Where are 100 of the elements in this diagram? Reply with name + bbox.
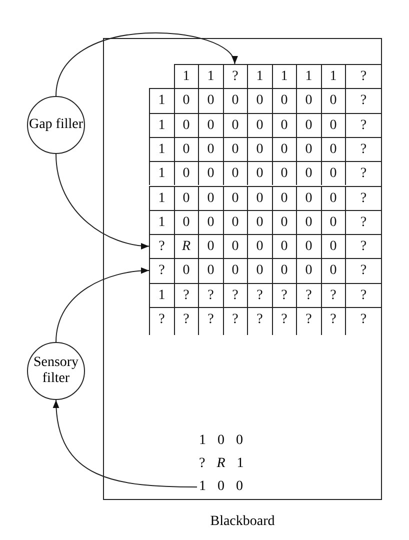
grid-cell: ? <box>272 307 296 336</box>
grid-cell: 0 <box>174 210 198 234</box>
grid-cell: 0 <box>222 136 247 162</box>
grid-cell: 0 <box>272 136 296 162</box>
grid-cell: 0 <box>222 234 247 258</box>
arrow <box>56 268 150 342</box>
arrow <box>56 154 150 249</box>
grid-cell: ? <box>345 64 381 88</box>
grid-cell: 0 <box>296 161 320 186</box>
panel-caption: Blackboard <box>209 514 276 530</box>
matrix-row-text: 1 0 0 <box>199 432 244 450</box>
grid-cell: ? <box>320 282 345 307</box>
matrix-row-text: 1 0 0 <box>199 478 244 496</box>
grid-cell: 0 <box>296 136 320 162</box>
grid-cell: ? <box>149 234 174 258</box>
grid-cell: 0 <box>272 258 296 283</box>
grid-cell: 0 <box>174 258 198 283</box>
grid-cell: 0 <box>198 161 222 186</box>
process-circle: Sensory filter <box>27 342 85 400</box>
grid-cell: ? <box>247 282 272 307</box>
grid-cell: ? <box>320 307 345 336</box>
grid-cell: ? <box>345 161 381 186</box>
grid-cell: ? <box>345 136 381 162</box>
grid-cell: ? <box>345 258 381 283</box>
grid-cell: 1 <box>198 64 222 88</box>
grid-cell: 0 <box>272 186 296 210</box>
grid-cell: 0 <box>247 136 272 162</box>
grid-cell: 0 <box>296 258 320 283</box>
grid-cell: 1 <box>272 64 296 88</box>
grid-cell: 0 <box>272 161 296 186</box>
grid-cell: ? <box>345 186 381 210</box>
grid-cell: 0 <box>247 234 272 258</box>
grid-cell: 0 <box>247 258 272 283</box>
grid-cell: ? <box>222 282 247 307</box>
grid-cell: 0 <box>296 186 320 210</box>
grid-cell: 1 <box>149 186 174 210</box>
grid-cell: 0 <box>320 186 345 210</box>
grid-cell: ? <box>222 64 247 88</box>
grid-cell: ? <box>198 307 222 336</box>
grid-cell: 0 <box>174 88 198 113</box>
grid-cell: ? <box>345 234 381 258</box>
grid-cell: 0 <box>247 112 272 137</box>
grid-cell: 0 <box>320 234 345 258</box>
grid-cell: ? <box>174 307 198 336</box>
grid-cell: 0 <box>296 112 320 137</box>
grid-cell: 0 <box>296 234 320 258</box>
grid-cell: 0 <box>320 136 345 162</box>
grid-cell: 0 <box>320 112 345 137</box>
grid-cell: 0 <box>222 161 247 186</box>
grid-cell: 0 <box>174 136 198 162</box>
grid-cell: 0 <box>272 210 296 234</box>
grid-cell: 0 <box>198 234 222 258</box>
grid-cell: ? <box>345 112 381 137</box>
grid-cell: 1 <box>174 64 198 88</box>
matrix-row-text: ? R 1 <box>199 455 244 473</box>
grid-cell: 0 <box>222 88 247 113</box>
grid-cell: ? <box>198 282 222 307</box>
grid-cell: 0 <box>222 186 247 210</box>
grid-cell: 0 <box>174 161 198 186</box>
blackboard-panel <box>103 38 382 500</box>
grid-cell: 0 <box>174 112 198 137</box>
arrow <box>53 400 198 488</box>
grid-cell: ? <box>272 282 296 307</box>
grid-cell: 0 <box>272 88 296 113</box>
grid-cell: ? <box>345 88 381 113</box>
grid-cell: ? <box>247 307 272 336</box>
grid-cell: 0 <box>320 88 345 113</box>
grid-cell: ? <box>222 307 247 336</box>
grid-cell: ? <box>345 307 381 336</box>
grid-cell: 0 <box>272 112 296 137</box>
grid-cell: 0 <box>198 136 222 162</box>
grid-cell: 0 <box>222 258 247 283</box>
grid-cell: 0 <box>320 210 345 234</box>
grid-cell: 0 <box>198 258 222 283</box>
grid-cell: 0 <box>198 112 222 137</box>
grid-cell: 1 <box>149 210 174 234</box>
grid-cell: ? <box>149 258 174 283</box>
grid-cell: 0 <box>198 210 222 234</box>
grid-cell: ? <box>345 210 381 234</box>
grid-cell: 0 <box>247 186 272 210</box>
grid-cell: 0 <box>198 186 222 210</box>
grid-cell: 1 <box>149 136 174 162</box>
grid-cell: 1 <box>149 88 174 113</box>
grid-cell: ? <box>296 307 320 336</box>
grid-cell: ? <box>174 282 198 307</box>
grid-cell: 0 <box>272 234 296 258</box>
grid-cell: 1 <box>247 64 272 88</box>
grid-cell: 1 <box>320 64 345 88</box>
grid-cell: 0 <box>296 210 320 234</box>
process-circle: Gap filler <box>27 96 85 154</box>
grid-cell: ? <box>345 282 381 307</box>
grid-cell: R <box>174 234 198 258</box>
grid-cell: 0 <box>247 88 272 113</box>
grid-cell: 1 <box>149 282 174 307</box>
grid-cell: 1 <box>296 64 320 88</box>
grid-cell: 0 <box>296 88 320 113</box>
grid-cell: 0 <box>247 210 272 234</box>
grid-cell: 0 <box>320 161 345 186</box>
grid-cell: ? <box>149 307 174 336</box>
grid-cell: 0 <box>320 258 345 283</box>
